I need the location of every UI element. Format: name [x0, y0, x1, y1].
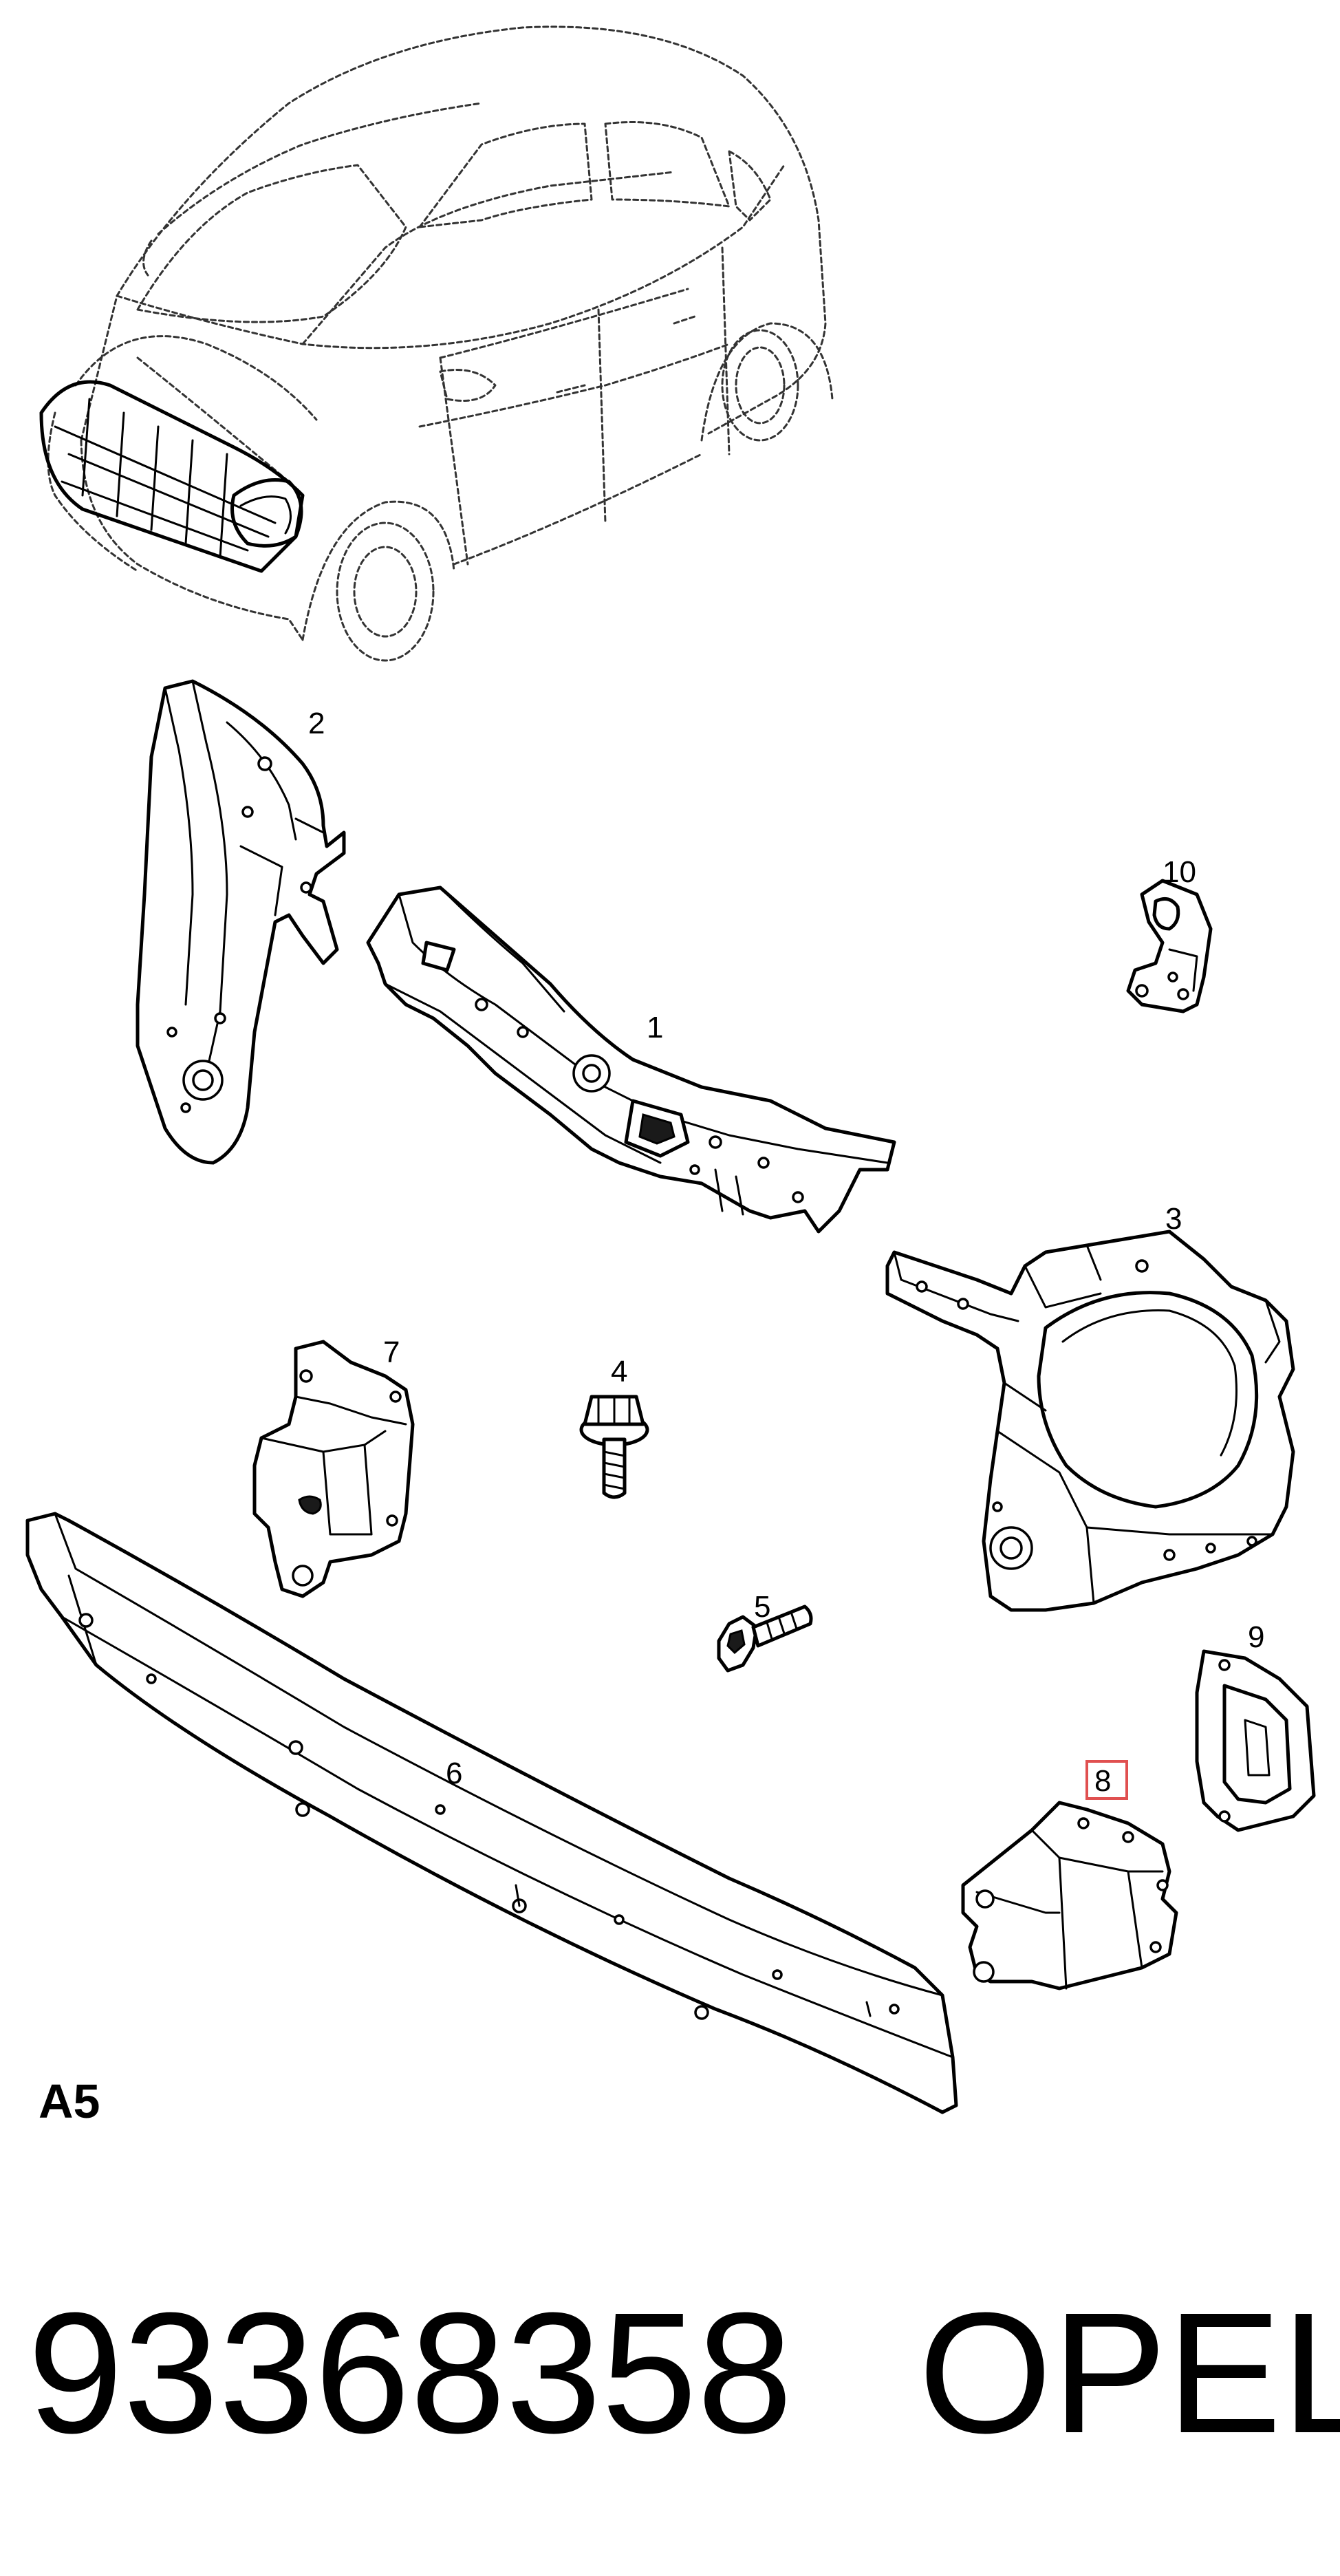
part-6-drawing [25, 1512, 958, 2114]
part-label-8: 8 [1094, 1764, 1111, 1798]
part-label-4: 4 [611, 1355, 627, 1388]
part-5-drawing [717, 1604, 813, 1673]
part-label-7: 7 [383, 1335, 400, 1369]
part-label-2: 2 [308, 707, 325, 740]
section-label: A5 [39, 2074, 100, 2128]
part-7-drawing [252, 1340, 415, 1598]
vehicle-front-structure-highlight [39, 380, 305, 573]
part-3-drawing [885, 1230, 1295, 1612]
part-8-drawing [961, 1801, 1178, 1990]
highlight-box-part-8 [1085, 1760, 1128, 1800]
part-2-drawing [136, 679, 346, 1165]
part-label-1: 1 [647, 1011, 663, 1044]
footer-brand: OPEL [918, 2277, 1340, 2469]
footer-part-number: 93368358 [28, 2277, 792, 2469]
part-label-10: 10 [1163, 855, 1196, 889]
part-label-5: 5 [754, 1590, 770, 1624]
part-label-9: 9 [1248, 1620, 1264, 1654]
part-9-drawing [1195, 1649, 1316, 1832]
vehicle-overview-drawing [47, 25, 834, 662]
part-label-3: 3 [1165, 1202, 1182, 1236]
part-4-drawing [579, 1395, 649, 1499]
part-label-6: 6 [446, 1757, 462, 1790]
part-1-drawing [366, 886, 896, 1234]
part-10-drawing [1126, 879, 1213, 1013]
